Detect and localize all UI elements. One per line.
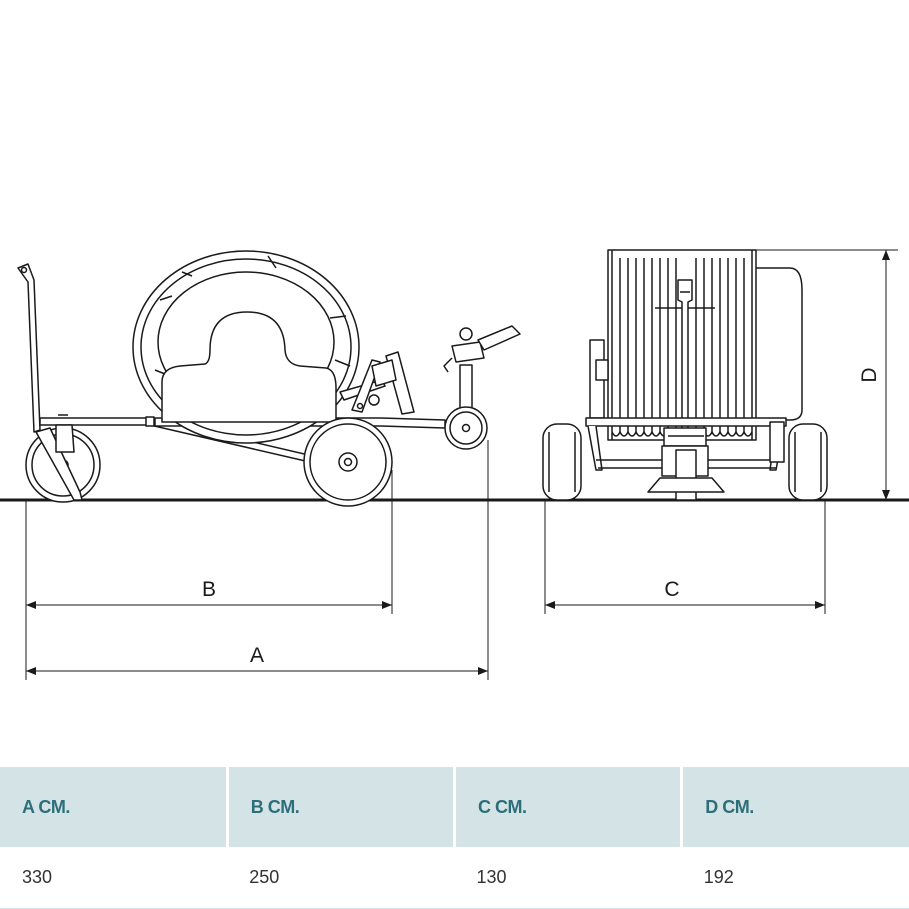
dimension-a-label: A: [250, 644, 264, 667]
side-view-machine: [17, 250, 521, 507]
header-b: B CM.: [227, 767, 457, 847]
value-c: 130: [454, 847, 682, 909]
table-row: 330 250 130 192: [0, 847, 909, 909]
hose-reel-technical-drawing: B A C D: [0, 249, 909, 680]
value-d: 192: [681, 847, 909, 909]
main-wheel-side: [303, 417, 393, 507]
front-small-wheel: [25, 424, 101, 503]
hose-reel-drum: [132, 250, 415, 444]
value-b: 250: [227, 847, 455, 909]
dimension-c-label: C: [664, 578, 679, 601]
rear-wheel-right: [788, 423, 828, 501]
dimension-b-label: B: [202, 578, 216, 601]
header-c: C CM.: [454, 767, 684, 847]
sprinkler-cart: [443, 325, 521, 450]
rear-view-machine: [542, 249, 828, 501]
header-d: D CM.: [681, 767, 909, 847]
rear-wheel-left: [542, 423, 582, 501]
dimension-lines: [25, 249, 898, 680]
header-a: A CM.: [0, 767, 229, 847]
support-jack: [647, 427, 725, 501]
dimension-spec-table: A CM. B CM. C CM. D CM. 330 250 130 192: [0, 767, 909, 909]
value-a: 330: [0, 847, 228, 909]
table-header-row: A CM. B CM. C CM. D CM.: [0, 767, 909, 847]
tow-handle: [17, 263, 41, 433]
dimension-d-label: D: [858, 367, 881, 382]
